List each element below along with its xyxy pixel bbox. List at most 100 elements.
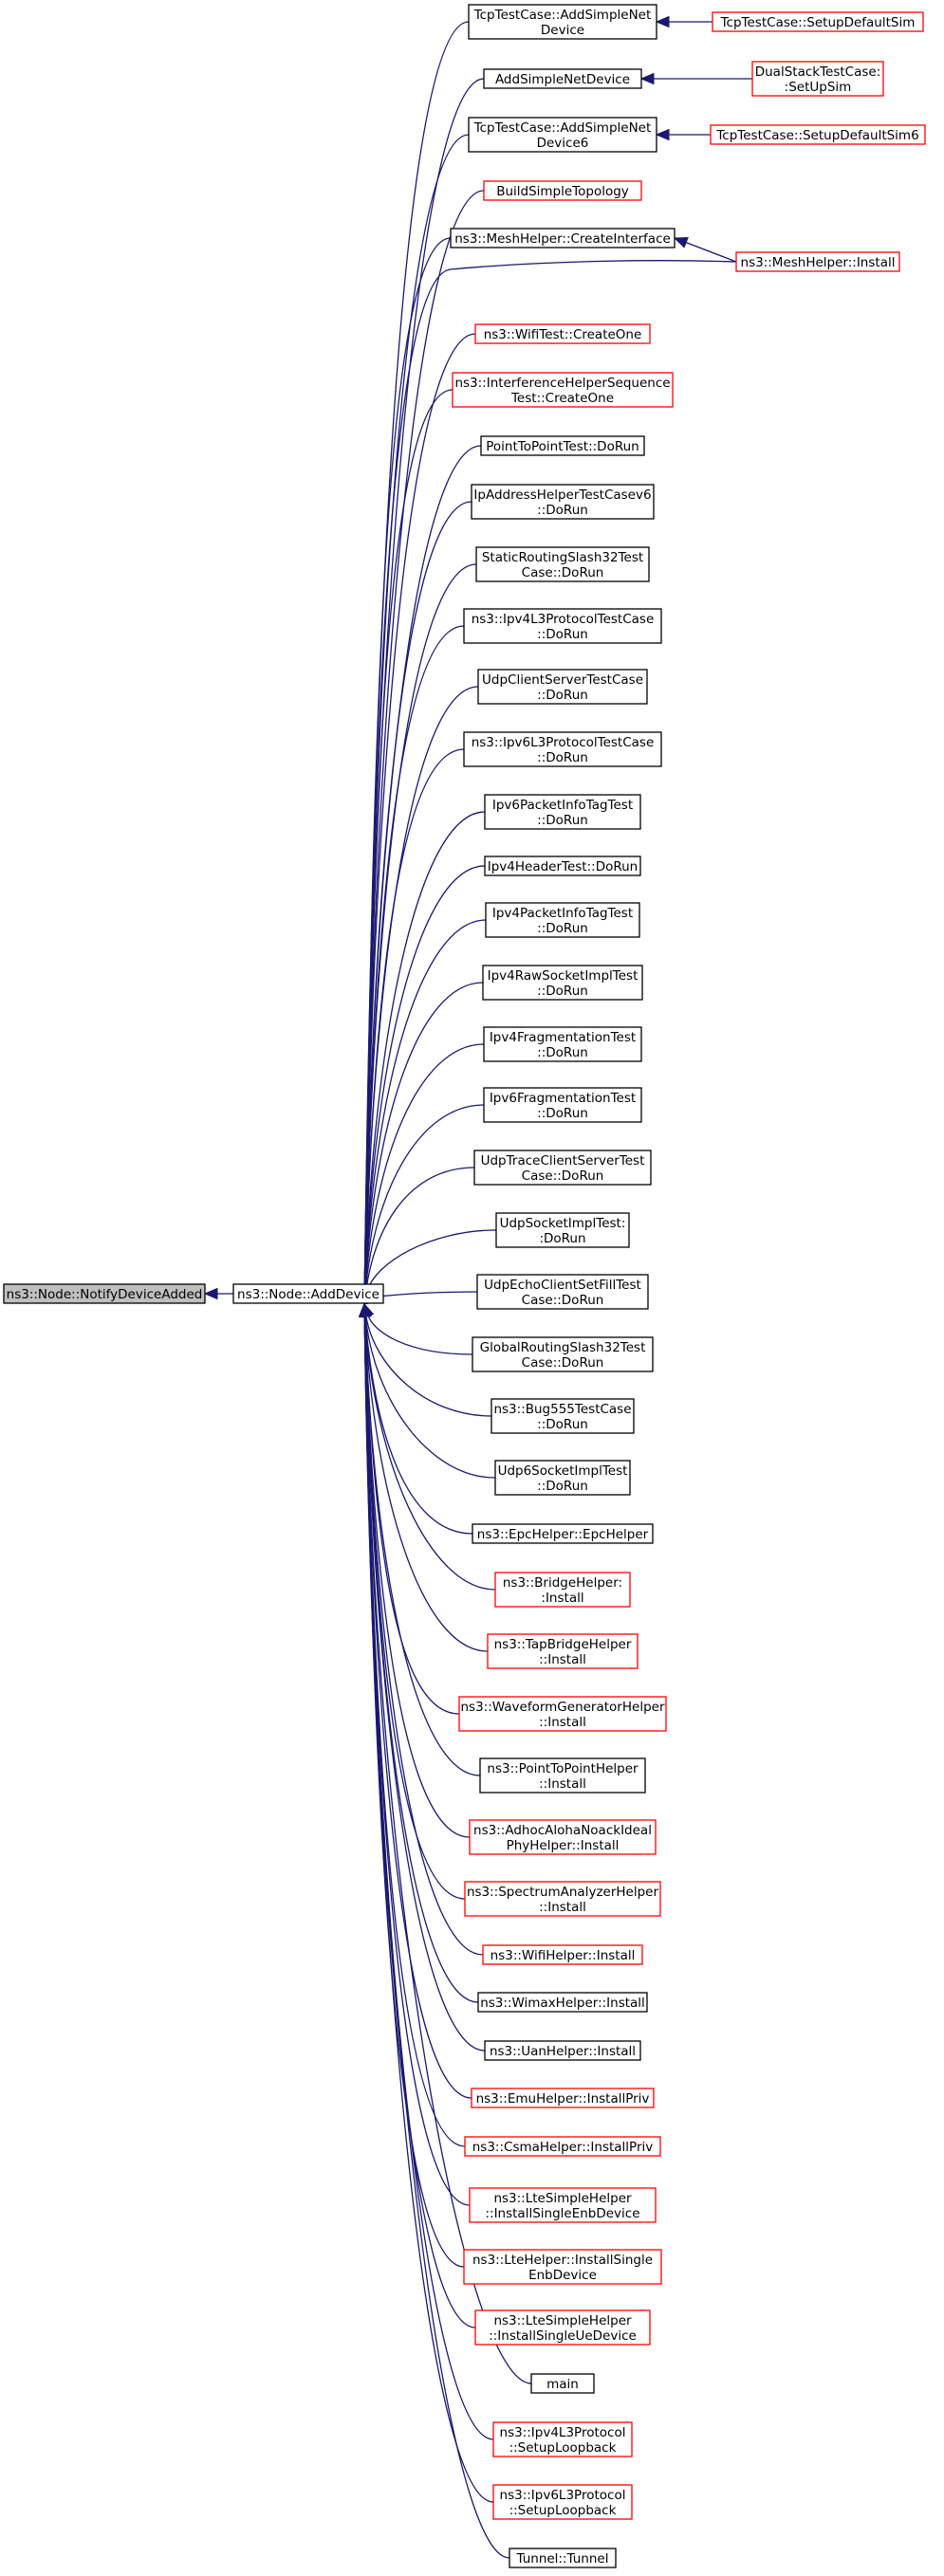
node-o1[interactable]: DualStackTestCase::SetUpSim	[751, 61, 884, 97]
node-label: ns3::Ipv6L3Protocol	[500, 2488, 626, 2503]
node-label: UdpEchoClientSetFillTest	[484, 1278, 641, 1293]
node-c32[interactable]: ns3::WifiHelper::Install	[482, 1944, 643, 1965]
node-box	[492, 2421, 633, 2457]
node-c14[interactable]: Ipv4HeaderTest::DoRun	[484, 856, 641, 876]
edge-o2-c2-arrowhead	[655, 128, 670, 141]
node-o2[interactable]: TcpTestCase::SetupDefaultSim6	[710, 124, 926, 145]
node-o3[interactable]: ns3::MeshHelper::Install	[735, 251, 900, 272]
node-c0[interactable]: TcpTestCase::AddSimpleNetDevice	[468, 4, 657, 40]
node-c30[interactable]: ns3::AdhocAlohaNoackIdealPhyHelper::Inst…	[469, 1819, 657, 1855]
node-c39[interactable]: ns3::LteSimpleHelper::InstallSingleUeDev…	[474, 2309, 651, 2346]
node-c8[interactable]: IpAddressHelperTestCasev6::DoRun	[471, 484, 655, 520]
node-c40[interactable]: main	[530, 2373, 595, 2394]
node-c15[interactable]: Ipv4PacketInfoTagTest::DoRun	[485, 902, 640, 938]
node-c7[interactable]: PointToPointTest::DoRun	[480, 435, 645, 456]
node-label: Ipv4HeaderTest::DoRun	[488, 859, 639, 874]
node-label: Ipv4RawSocketImplTest	[488, 968, 639, 984]
node-c29[interactable]: ns3::PointToPointHelper::Install	[479, 1757, 646, 1794]
node-label: ::DoRun	[537, 1479, 588, 1494]
node-box	[475, 546, 650, 582]
node-label: ns3::Node::AddDevice	[237, 1287, 379, 1302]
node-c42[interactable]: ns3::Ipv6L3Protocol::SetupLoopback	[492, 2484, 633, 2520]
node-c17[interactable]: Ipv4FragmentationTest::DoRun	[483, 1026, 642, 1062]
edge-c16-hub	[364, 982, 484, 1293]
node-label: :Install	[541, 1591, 583, 1606]
edge-o3-c4	[685, 242, 737, 263]
node-c41[interactable]: ns3::Ipv4L3Protocol::SetupLoopback	[492, 2421, 633, 2457]
node-label: ns3::PointToPointHelper	[487, 1761, 639, 1776]
node-c43[interactable]: Tunnel::Tunnel	[509, 2548, 617, 2568]
node-box	[494, 1572, 631, 1608]
node-hub[interactable]: ns3::Node::AddDevice	[232, 1283, 384, 1304]
node-box	[474, 323, 651, 344]
node-c6[interactable]: ns3::InterferenceHelperSequenceTest::Cre…	[452, 372, 674, 408]
node-label: ns3::MeshHelper::Install	[741, 255, 896, 270]
node-label: ::SetupLoopback	[509, 2440, 617, 2456]
edge-c11-hub	[363, 686, 479, 1293]
node-c35[interactable]: ns3::EmuHelper::InstallPriv	[471, 2088, 655, 2108]
node-label: ::DoRun	[537, 1106, 588, 1121]
node-label: ns3::MeshHelper::CreateInterface	[454, 231, 671, 247]
node-box	[477, 669, 648, 705]
node-c25[interactable]: ns3::EpcHelper::EpcHelper	[472, 1523, 654, 1544]
node-label: Device	[541, 23, 584, 38]
node-c12[interactable]: ns3::Ipv6L3ProtocolTestCase::DoRun	[463, 731, 662, 767]
node-o0[interactable]: TcpTestCase::SetupDefaultSim	[712, 11, 924, 32]
node-c18[interactable]: Ipv6FragmentationTest::DoRun	[483, 1087, 642, 1123]
edge-c7-hub	[363, 445, 482, 1293]
node-box	[751, 61, 884, 97]
edge-c15-hub	[363, 919, 487, 1293]
node-c13[interactable]: Ipv6PacketInfoTagTest::DoRun	[484, 794, 641, 830]
node-c5[interactable]: ns3::WifiTest::CreateOne	[474, 323, 651, 344]
edge-c24-hub	[364, 1316, 496, 1479]
edge-c33-hub	[363, 1316, 479, 2003]
node-label: ns3::BridgeHelper:	[503, 1575, 622, 1591]
node-c1[interactable]: AddSimpleNetDevice	[483, 68, 642, 89]
node-label: ns3::WifiHelper::Install	[491, 1948, 636, 1963]
node-c33[interactable]: ns3::WimaxHelper::Install	[477, 1992, 648, 2013]
node-label: UdpClientServerTestCase	[482, 672, 643, 688]
node-c10[interactable]: ns3::Ipv4L3ProtocolTestCase::DoRun	[463, 608, 662, 644]
node-label: Udp6SocketImplTest	[498, 1463, 628, 1479]
node-label: StaticRoutingSlash32Test	[482, 550, 643, 565]
edge-c31-hub	[363, 1316, 466, 1900]
node-box	[469, 1819, 657, 1855]
node-c4[interactable]: ns3::MeshHelper::CreateInterface	[450, 228, 676, 248]
node-c3[interactable]: BuildSimpleTopology	[483, 180, 642, 201]
node-c36[interactable]: ns3::CsmaHelper::InstallPriv	[464, 2136, 661, 2157]
node-label: EnbDevice	[528, 2268, 597, 2283]
node-c34[interactable]: ns3::UanHelper::Install	[484, 2040, 641, 2061]
node-c24[interactable]: Udp6SocketImplTest::DoRun	[494, 1460, 631, 1496]
node-c20[interactable]: UdpSocketImplTest::DoRun	[495, 1212, 630, 1248]
node-label: ns3::Bug555TestCase	[493, 1402, 631, 1417]
node-box	[735, 251, 900, 272]
node-box	[472, 1523, 654, 1544]
node-c28[interactable]: ns3::WaveformGeneratorHelper::Install	[458, 1696, 667, 1732]
node-box	[468, 117, 657, 153]
node-c23[interactable]: ns3::Bug555TestCase::DoRun	[491, 1398, 635, 1434]
node-box	[458, 1696, 667, 1732]
node-box	[471, 2088, 655, 2108]
node-box	[494, 1460, 631, 1496]
node-c37[interactable]: ns3::LteSimpleHelper::InstallSingleEnbDe…	[469, 2187, 657, 2223]
node-c11[interactable]: UdpClientServerTestCase::DoRun	[477, 669, 648, 705]
node-label: ::DoRun	[537, 1417, 588, 1432]
node-c31[interactable]: ns3::SpectrumAnalyzerHelper::Install	[464, 1881, 661, 1917]
node-c16[interactable]: Ipv4RawSocketImplTest::DoRun	[482, 965, 643, 1001]
edge-c22-hub	[367, 1316, 473, 1355]
node-label: ns3::InterferenceHelperSequence	[454, 376, 670, 391]
node-c38[interactable]: ns3::LteHelper::InstallSingleEnbDevice	[463, 2249, 662, 2285]
node-c27[interactable]: ns3::TapBridgeHelper::Install	[487, 1633, 639, 1669]
node-c26[interactable]: ns3::BridgeHelper::Install	[494, 1572, 631, 1608]
node-label: Case::DoRun	[522, 1293, 604, 1308]
node-label: ns3::Ipv4L3Protocol	[500, 2425, 626, 2440]
node-label: ::Install	[539, 1776, 586, 1792]
node-label: ::Install	[539, 1715, 586, 1730]
node-label: TcpTestCase::SetupDefaultSim	[720, 15, 916, 30]
